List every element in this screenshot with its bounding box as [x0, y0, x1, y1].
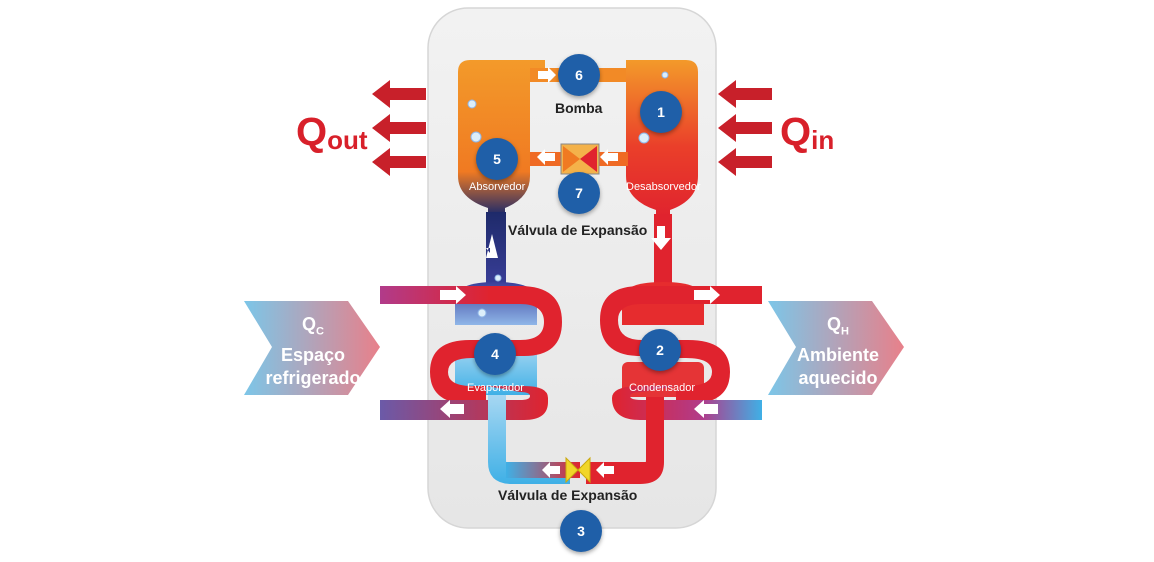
node-1: 1 — [640, 91, 682, 133]
q-h-label: QH — [827, 314, 849, 338]
condenser-label: Condensador — [629, 382, 696, 394]
pump-label: Bomba — [555, 100, 603, 116]
desorber-label: Desabsorvedor — [626, 181, 701, 193]
cooled-space-chevron — [244, 301, 380, 395]
heated-environment-line2: aquecido — [798, 367, 878, 388]
q-out-main: Q — [296, 110, 328, 154]
condenser-coil-bend1 — [600, 286, 662, 356]
middle-expansion-valve-icon — [560, 143, 600, 175]
condenser-drain-pipe — [586, 397, 664, 484]
bottom-expansion-valve-label: Válvula de Expansão — [498, 487, 638, 503]
q-out-arrows — [372, 80, 426, 176]
evaporator-label: Evaporador — [467, 382, 524, 394]
node-2: 2 — [639, 329, 681, 371]
q-in-label: Qin — [780, 112, 834, 153]
node-4: 4 — [474, 333, 516, 375]
q-out-label: Qout — [296, 112, 368, 153]
q-in-sub: in — [811, 125, 835, 155]
absorber-vessel — [458, 60, 545, 215]
desorber-vessel — [626, 60, 698, 218]
bottom-expansion-valve-icon — [565, 456, 591, 484]
node-3: 3 — [560, 510, 602, 552]
heated-environment-line1: Ambiente — [796, 344, 879, 365]
heated-environment-chevron — [768, 301, 904, 395]
cooled-space-line1: Espaço — [280, 344, 346, 365]
node-7: 7 — [558, 172, 600, 214]
heated-environment-text: QH Ambiente aquecido — [773, 313, 903, 390]
flow-arrows — [440, 67, 720, 478]
node-6: 6 — [558, 54, 600, 96]
q-in-arrows — [718, 80, 772, 176]
absorber-label: Absorvedor — [469, 181, 526, 193]
evaporator-coil-top — [380, 286, 490, 304]
q-c-label: QC — [302, 314, 324, 338]
bubbles — [467, 71, 669, 318]
cooled-space-text: QC Espaço refrigerado — [248, 313, 378, 390]
q-out-sub: out — [327, 125, 368, 155]
desorber-down-pipe — [654, 214, 672, 290]
evaporator-coil-bend1 — [488, 286, 562, 356]
node-5: 5 — [476, 138, 518, 180]
cooled-space-line2: refrigerado — [265, 367, 361, 388]
q-in-main: Q — [780, 110, 812, 154]
top-expansion-valve-label: Válvula de Expansão — [508, 222, 648, 238]
